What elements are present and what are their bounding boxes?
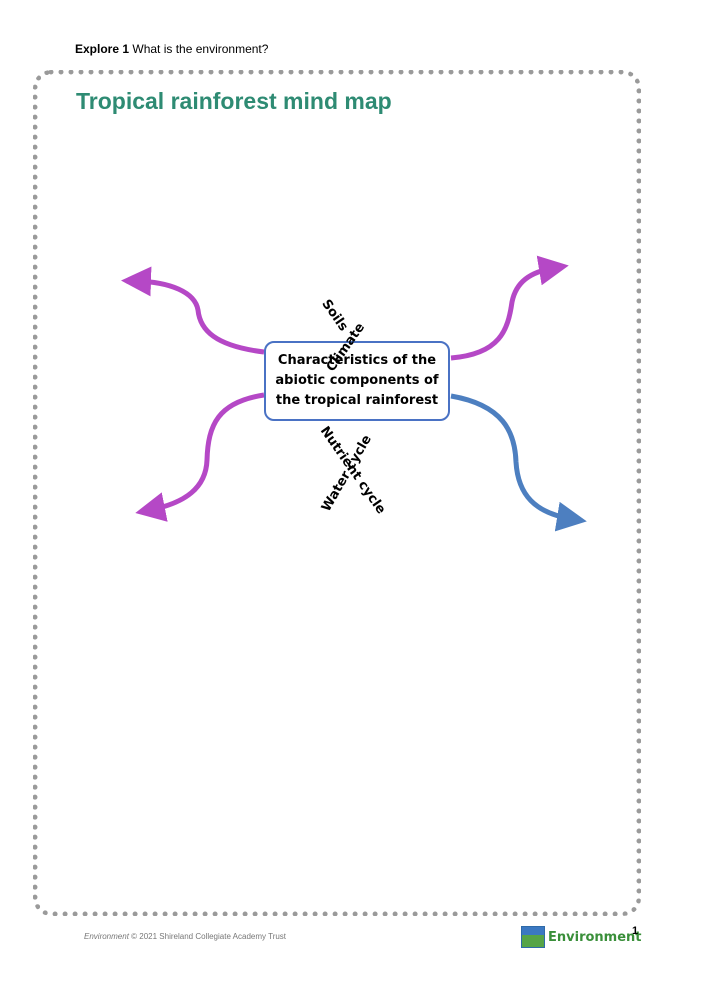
arrow-bottom-left (135, 392, 265, 522)
page-header: Explore 1 What is the environment? (75, 42, 268, 56)
central-node: Characteristics of the abiotic component… (264, 341, 450, 421)
footer-copyright: © 2021 Shireland Collegiate Academy Trus… (131, 932, 287, 941)
page-number: 1 (632, 925, 639, 937)
logo-text: Environment (548, 929, 642, 945)
footer-book-title: Environment (84, 932, 129, 941)
arrow-top-left (121, 266, 265, 355)
explore-label: Explore 1 (75, 42, 130, 56)
arrow-top-right (450, 255, 569, 361)
central-node-text: Characteristics of the abiotic component… (275, 353, 439, 408)
environment-logo: Environment (521, 926, 642, 948)
copyright-footer: Environment © 2021 Shireland Collegiate … (84, 932, 286, 941)
landscape-icon (521, 926, 545, 948)
page-title: Tropical rainforest mind map (76, 88, 392, 114)
explore-question: What is the environment? (132, 42, 269, 56)
arrow-bottom-right (450, 393, 587, 532)
page-frame (33, 70, 641, 916)
